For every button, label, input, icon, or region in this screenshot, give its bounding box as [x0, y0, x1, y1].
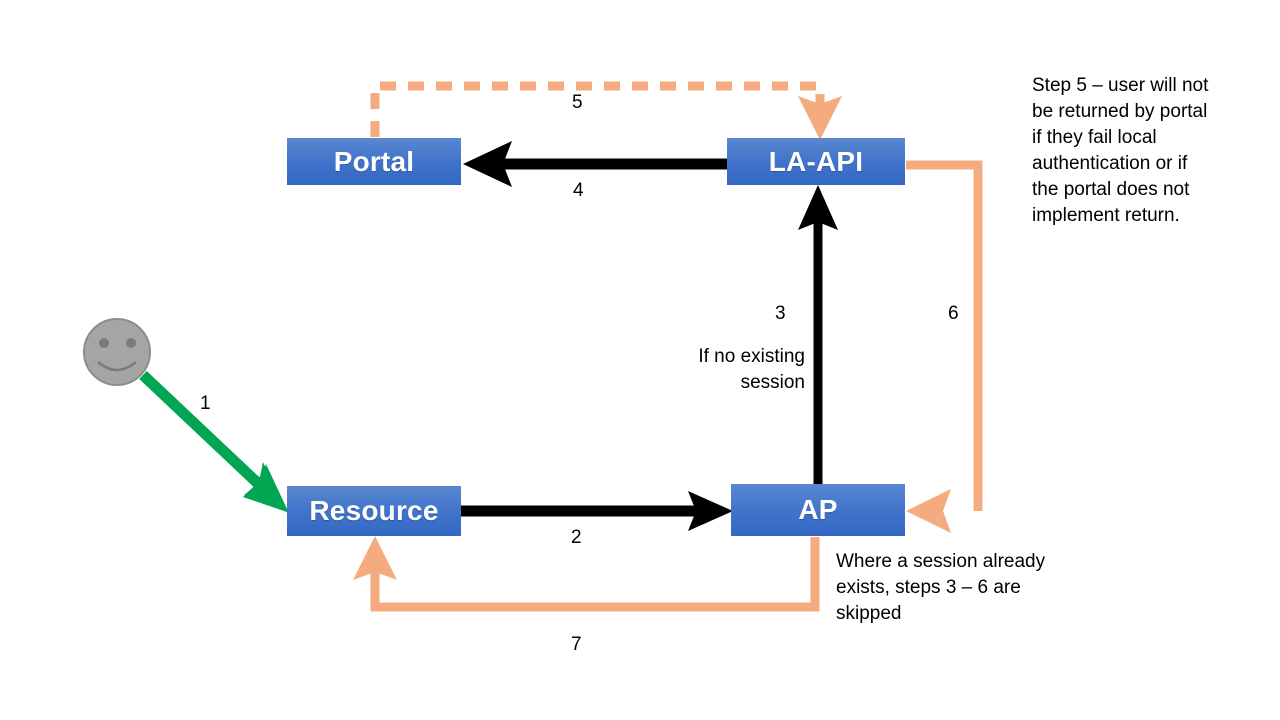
note-skip-steps-line-3: skipped: [836, 603, 902, 624]
edge-label-2: 2: [571, 527, 582, 548]
note-session-condition-line-1: If no existing: [698, 346, 805, 367]
edge-4-la-api-to-portal: [463, 141, 727, 187]
edge-7-ap-to-resource: [353, 536, 820, 612]
note-step5-line-1: Step 5 – user will not: [1032, 75, 1209, 96]
edge-label-6: 6: [948, 303, 959, 324]
edge-label-4: 4: [573, 180, 584, 201]
note-step5-line-6: implement return.: [1032, 205, 1180, 226]
note-step5-line-3: if they fail local: [1032, 127, 1157, 148]
note-session-condition: If no existing session: [665, 344, 805, 396]
note-session-condition-line-2: session: [740, 372, 805, 393]
note-skip-steps-line-2: exists, steps 3 – 6 are: [836, 577, 1021, 598]
node-ap[interactable]: AP: [731, 484, 905, 536]
note-skip-steps-line-1: Where a session already: [836, 551, 1046, 572]
edge-label-7: 7: [571, 634, 582, 655]
node-ap-label: AP: [798, 494, 838, 525]
user-smiley-icon: [83, 318, 151, 386]
node-la-api-label: LA-API: [768, 145, 864, 177]
edge-2-resource-to-ap: [461, 491, 733, 531]
note-step5: Step 5 – user will not be returned by po…: [1032, 73, 1246, 229]
node-portal-label: Portal: [333, 145, 415, 177]
edge-6-la-api-to-ap: [906, 160, 983, 533]
note-step5-line-2: be returned by portal: [1032, 101, 1208, 122]
edge-1-user-to-resource: [139, 370, 288, 512]
note-step5-line-4: authentication or if: [1032, 153, 1188, 174]
node-resource[interactable]: Resource: [287, 486, 461, 536]
edge-5-portal-to-la-api: [370, 81, 842, 140]
edge-label-3: 3: [775, 303, 786, 324]
edge-3-ap-to-la-api: [798, 185, 838, 484]
edge-label-1: 1: [200, 393, 211, 414]
edge-label-5: 5: [572, 92, 583, 113]
node-resource-label: Resource: [309, 495, 439, 526]
node-la-api[interactable]: LA-API: [727, 138, 905, 185]
note-step5-line-5: the portal does not: [1032, 179, 1190, 200]
note-skip-steps: Where a session already exists, steps 3 …: [836, 549, 1086, 627]
node-portal[interactable]: Portal: [287, 138, 461, 185]
